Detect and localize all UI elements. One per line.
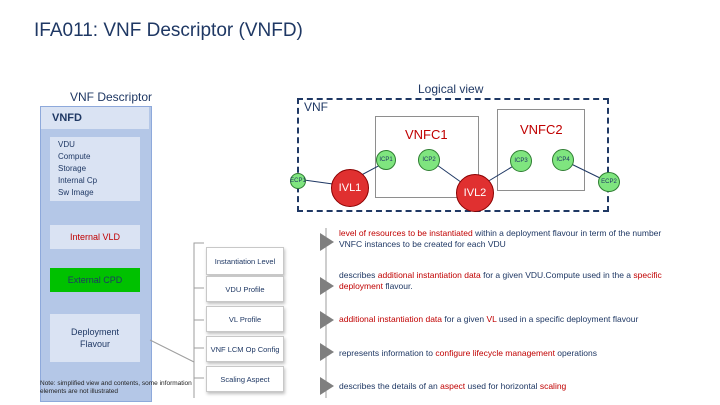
vdu-line: Internal Cp (58, 176, 98, 185)
ecp2-point: ECP2 (598, 172, 620, 192)
arrow-vl-profile (320, 311, 334, 329)
desc-text: for a given VDU.Compute used in the a (480, 270, 634, 280)
vnfc2-label: VNFC2 (520, 122, 563, 137)
vdu-line: VDU (58, 140, 75, 149)
desc-text: within a deployment flavour in term of t… (339, 228, 662, 249)
vnfc2-box (497, 109, 585, 191)
ivl2-link: IVL2 (456, 174, 494, 212)
vnfc1-label: VNFC1 (405, 127, 448, 142)
external-cpd-box: External CPD (50, 268, 140, 292)
desc-highlight: VL (486, 314, 497, 324)
flavour-link (149, 339, 195, 363)
deployment-flavour-line1: Deployment (70, 327, 120, 337)
desc-text: describes (339, 270, 378, 280)
vnf-label: VNF (304, 100, 328, 114)
desc-highlight: configure lifecycle management (435, 348, 555, 358)
vnf-dashed-boundary (297, 98, 609, 212)
ecp1-point: ECP1 (290, 173, 306, 189)
icp2-point: ICP2 (418, 149, 440, 171)
icp3-point: ICP3 (510, 150, 532, 172)
lcm-op-config-description: represents information to configure life… (339, 348, 699, 359)
vdu-profile-description: describes additional instantiation data … (339, 270, 684, 292)
vnfd-header (41, 107, 149, 129)
vnf-lcm-op-config-box: VNF LCM Op Config (206, 336, 284, 362)
flavour-bracket (193, 242, 204, 398)
desc-text: used for horizontal (465, 381, 540, 391)
instantiation-level-box: Instantiation Level (206, 247, 284, 275)
deployment-flavour-line2: Flavour (79, 339, 110, 349)
desc-highlight: level of resources to be instantiated (339, 228, 473, 238)
scaling-aspect-description: describes the details of an aspect used … (339, 381, 699, 392)
vdu-line: Storage (58, 164, 87, 173)
desc-highlight: aspect (440, 381, 466, 391)
simplification-note: Note: simplified view and contents, some… (40, 380, 192, 395)
arrow-instantiation-level (320, 233, 334, 251)
arrow-lcm-op-config (320, 343, 334, 361)
vnfd-label: VNFD (52, 112, 82, 124)
logical-view-label: Logical view (418, 82, 484, 96)
icp1-point: ICP1 (376, 150, 396, 170)
vl-profile-box: VL Profile (206, 306, 284, 332)
desc-text: operations (554, 348, 597, 358)
ivl1-link: IVL1 (331, 169, 369, 207)
desc-highlight: specific deployment (339, 270, 662, 291)
desc-highlight: scaling (539, 381, 567, 391)
arrow-vdu-profile (320, 277, 334, 295)
desc-text: for a given (442, 314, 487, 324)
page-title: IFA011: VNF Descriptor (VNFD) (34, 20, 303, 41)
icp4-point: ICP4 (552, 149, 574, 171)
desc-highlight: additional instantiation data (339, 314, 443, 324)
vnf-descriptor-caption: VNF Descriptor (70, 90, 153, 104)
desc-text: used in a specific deployment flavour (496, 314, 639, 324)
vl-profile-description: additional instantiation data for a give… (339, 314, 699, 325)
vdu-line: Sw Image (58, 188, 94, 197)
vdu-box: VDU Compute Storage Internal Cp Sw Image (50, 137, 140, 201)
vdu-line: Compute (58, 152, 91, 161)
scaling-aspect-box: Scaling Aspect (206, 366, 284, 392)
instantiation-level-description: level of resources to be instantiated wi… (339, 228, 684, 250)
deployment-flavour-box: Deployment Flavour (50, 314, 140, 362)
desc-text: represents information to (339, 348, 436, 358)
arrow-scaling-aspect (320, 377, 334, 395)
desc-highlight: additional instantiation data (377, 270, 481, 280)
internal-vld-box: Internal VLD (50, 225, 140, 249)
desc-text: describes the details of an (339, 381, 441, 391)
vdu-profile-box: VDU Profile (206, 276, 284, 302)
desc-text: flavour. (382, 281, 413, 291)
